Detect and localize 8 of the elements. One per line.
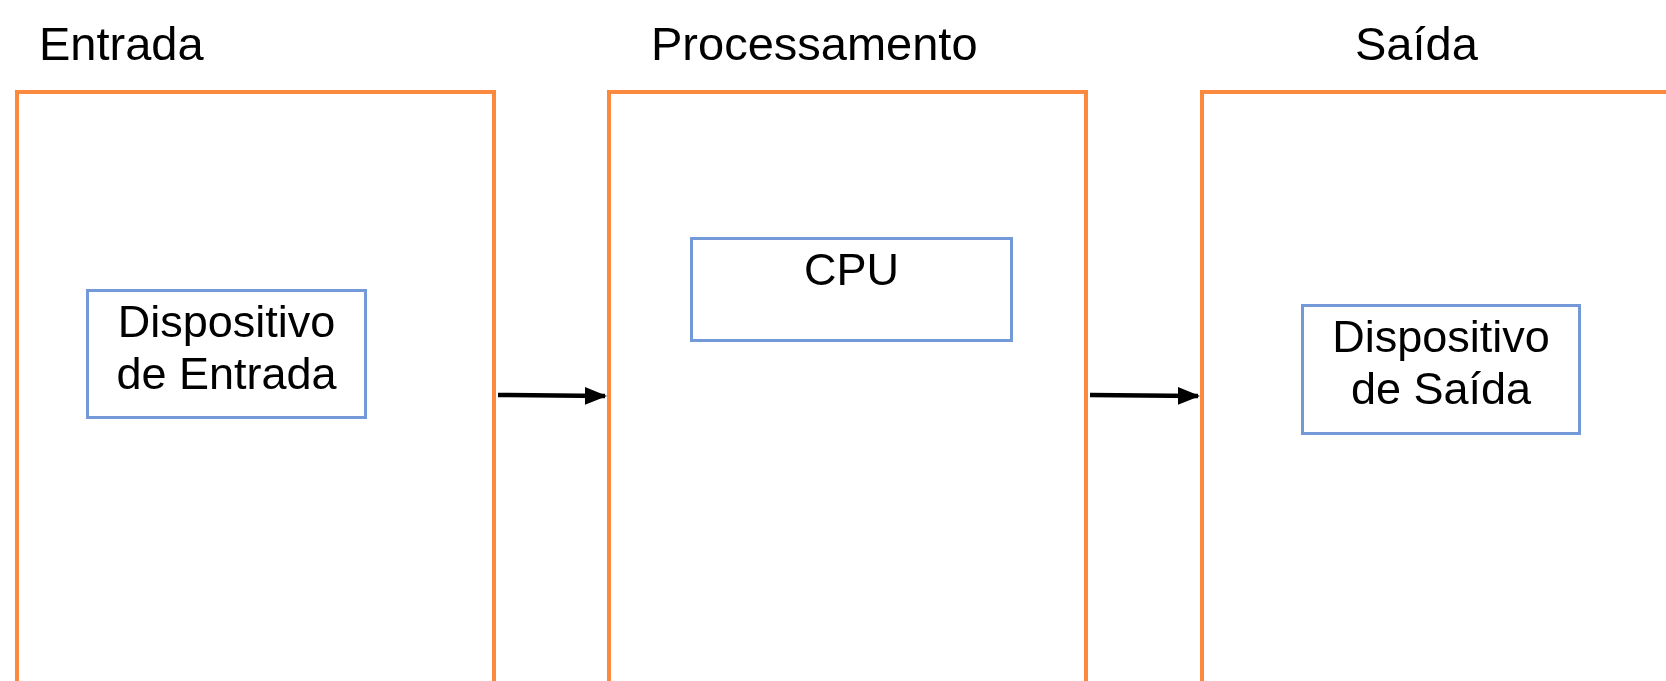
stage-heading: Entrada — [39, 16, 204, 71]
stage-heading: Processamento — [651, 16, 978, 71]
component-box: Dispositivo de Saída — [1301, 304, 1581, 435]
arrow — [497, 386, 608, 405]
arrow — [1089, 386, 1201, 405]
component-box: CPU — [690, 237, 1013, 342]
stage-heading: Saída — [1355, 16, 1478, 71]
component-box: Dispositivo de Entrada — [86, 289, 367, 419]
